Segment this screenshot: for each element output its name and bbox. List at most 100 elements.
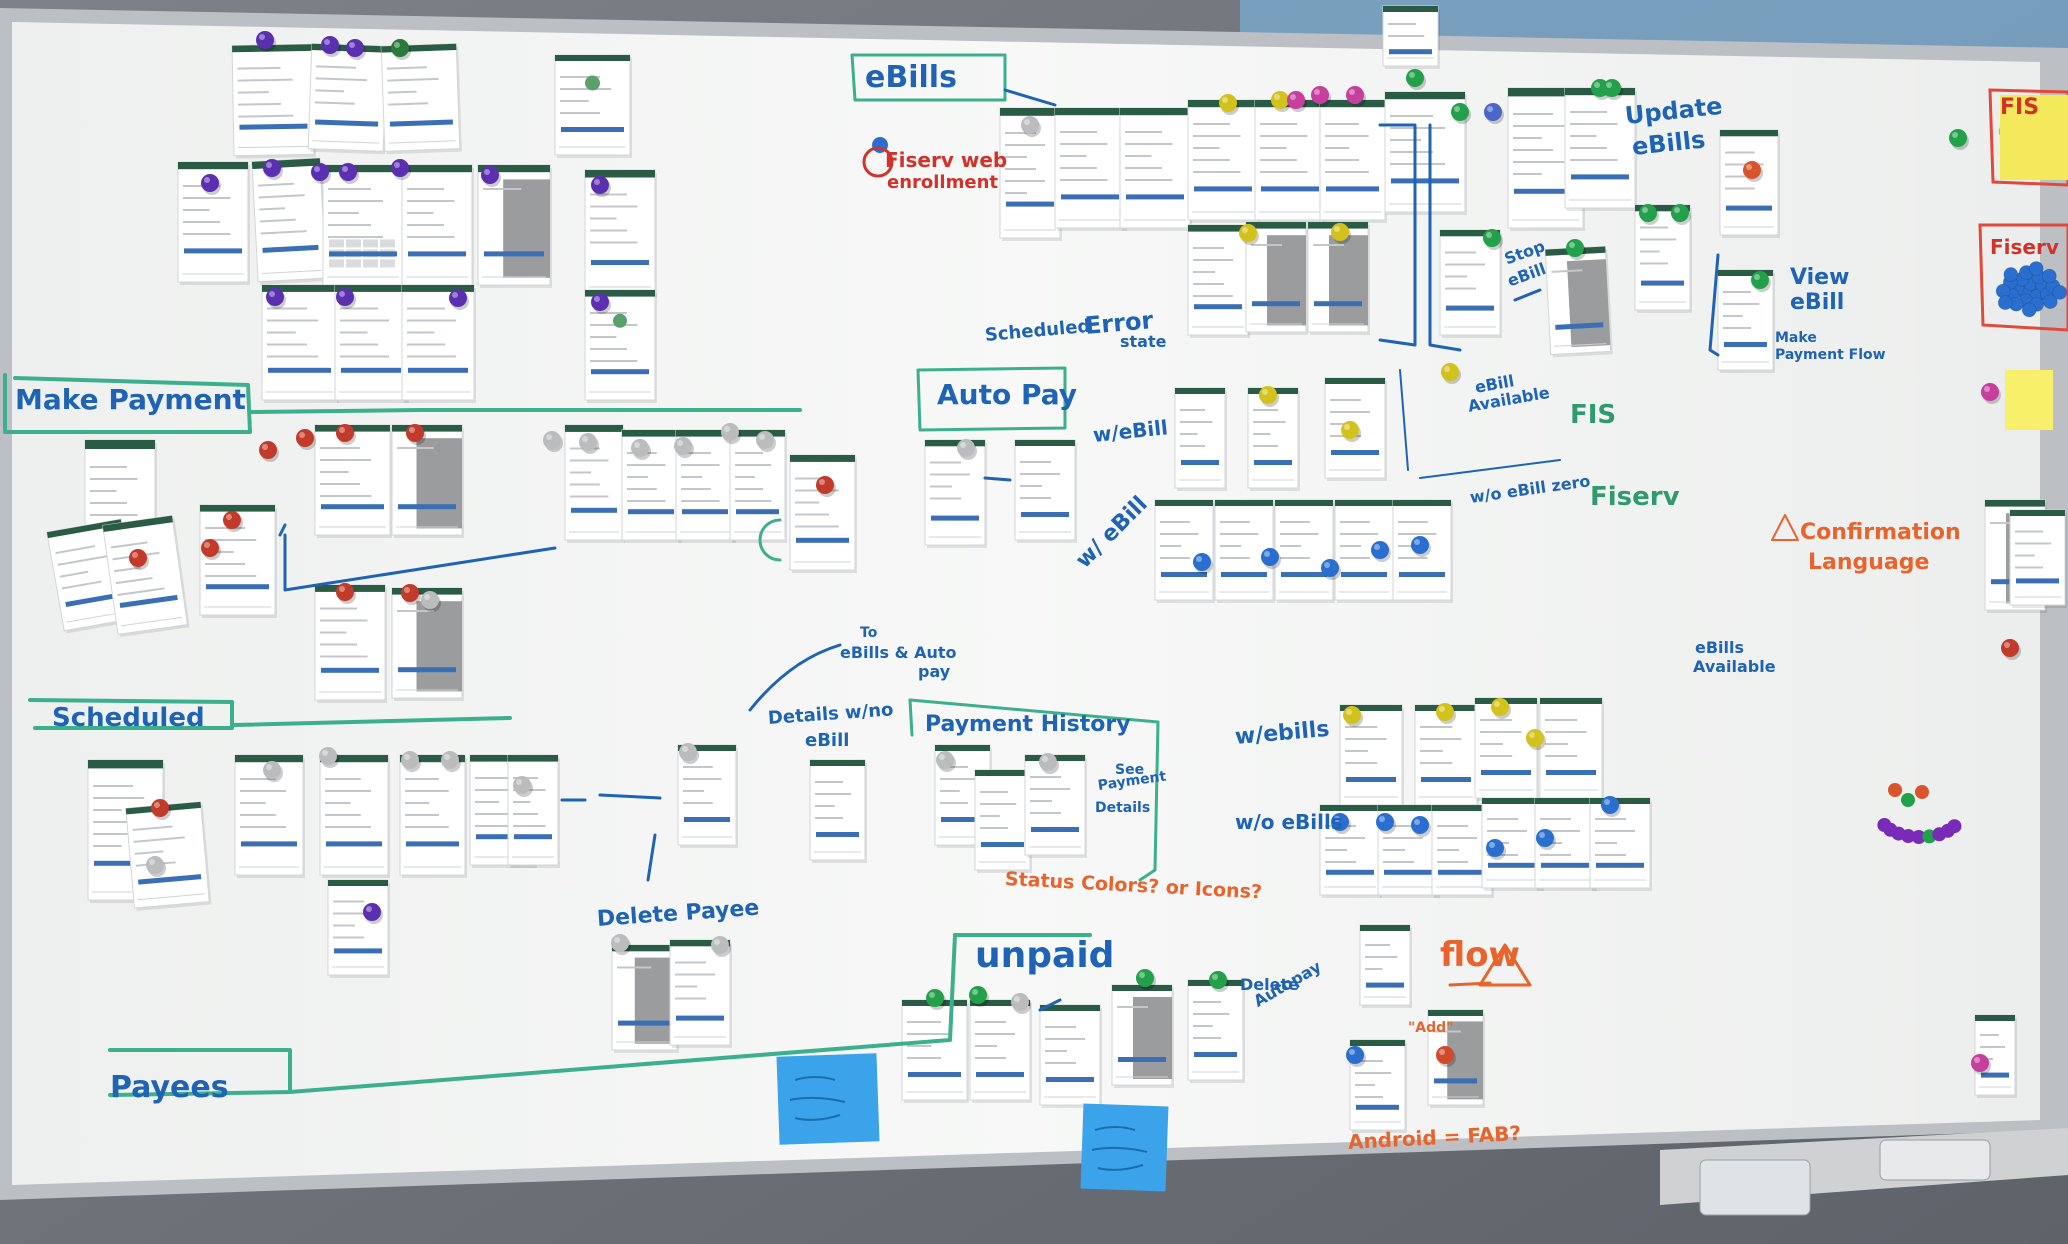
pushpin [1021, 116, 1041, 137]
pushpin [513, 776, 533, 797]
pushpin [1901, 829, 1916, 844]
label-make: Make [1775, 330, 1817, 346]
label-make-payment: Make Payment [15, 383, 246, 416]
marker-line [646, 833, 657, 882]
pushpin [679, 743, 699, 764]
label-flow: flow [1440, 935, 1520, 975]
marker-line [288, 933, 1092, 1094]
label-see: See [1115, 762, 1145, 778]
pushpin [2003, 267, 2019, 283]
pushpin [711, 936, 731, 957]
label-scheduled: Scheduled [52, 703, 205, 733]
pushpin [1331, 223, 1351, 244]
pushpin [146, 856, 166, 877]
phone-screen-printout [1589, 797, 1652, 891]
marker-line [908, 698, 1160, 882]
label-language: Language [1808, 550, 1930, 575]
label-details-ebill: eBill [805, 730, 850, 751]
pushpin [1888, 783, 1902, 797]
marker-line [1378, 123, 1417, 347]
phone-screen-printout [307, 43, 389, 155]
label-auto-pay: Auto Pay [937, 378, 1078, 411]
pushpin [1331, 813, 1351, 834]
phone-screen-printout [621, 429, 682, 543]
phone-screen-printout [1214, 499, 1275, 603]
phone-screen-printout [924, 439, 987, 548]
label-state: state [1120, 332, 1167, 351]
phone-screen-printout [1439, 229, 1502, 338]
label-ebills-auto: eBills & Auto [840, 643, 957, 662]
label-ebills-available-2: Available [1693, 657, 1776, 676]
phone-screen-printout [1111, 984, 1174, 1088]
marker-line [28, 698, 234, 730]
pushpin [319, 747, 339, 768]
pushpin [481, 166, 501, 187]
phone-screen-printout [1307, 221, 1370, 335]
phone-screen-printout [251, 157, 329, 285]
marker-line [1399, 369, 1409, 471]
phone-screen-printout [1254, 99, 1327, 223]
pushpin [1406, 69, 1426, 90]
pushpin [1639, 204, 1659, 225]
pushpin [1346, 1046, 1366, 1067]
pushpin [1343, 706, 1363, 727]
board-surface [12, 22, 2040, 1185]
phone-screen-printout [399, 754, 467, 878]
label-pay: pay [918, 662, 951, 681]
phone-screen-printout [901, 999, 969, 1103]
pushpin [1271, 91, 1291, 112]
phone-screen-printout [1384, 91, 1467, 215]
phone-screen-printout [1319, 99, 1387, 223]
phone-screen-printout [102, 515, 190, 638]
label-add: "Add" [1408, 1020, 1454, 1036]
pushpin [1193, 553, 1213, 574]
pushpin [1436, 1046, 1456, 1067]
marker-line [560, 793, 662, 802]
pushpin [336, 424, 356, 445]
marker-line [1419, 459, 1561, 479]
pushpin [2001, 639, 2021, 660]
pushpin [406, 424, 426, 445]
pushpin [336, 288, 356, 309]
phone-screen-printout [334, 284, 409, 403]
sticky-note-yellow [2005, 370, 2053, 430]
tray-box [1879, 1139, 1991, 1181]
pushpin [263, 159, 283, 180]
label-payment-history: Payment History [925, 712, 1131, 737]
pushpin [201, 174, 221, 195]
pushpin [1483, 229, 1503, 250]
pushpin [421, 591, 441, 612]
marker-line [850, 53, 1007, 102]
pushpin [1219, 94, 1239, 115]
pushpin [311, 163, 331, 184]
phone-screen-printout [789, 454, 857, 573]
label-unpaid: unpaid [975, 935, 1115, 976]
pushpin [756, 431, 776, 452]
pushpin [1311, 86, 1331, 107]
phone-screen-printout [314, 424, 392, 538]
marker-line [248, 408, 802, 414]
legend-fiserv-box [1978, 223, 2068, 332]
marker-line [1038, 998, 1062, 1012]
phone-screen-printout [1187, 99, 1260, 223]
pushpin [936, 751, 956, 772]
phone-screen-printout [314, 584, 387, 703]
phone-screen-printout [1014, 439, 1077, 543]
marker-line [758, 518, 782, 562]
phone-screen-printout [1634, 204, 1692, 313]
pushpin [1371, 541, 1391, 562]
label-legend-fiserv: Fiserv [1990, 235, 2059, 259]
pushpin [816, 476, 836, 497]
pushpin [674, 437, 694, 458]
phone-screen-printout [2009, 509, 2067, 608]
pushpin [129, 549, 149, 570]
phone-screen-printout [1382, 5, 1440, 69]
phone-screen-printout [1339, 704, 1404, 808]
pushpin [1901, 793, 1915, 807]
phone-screen-printout [1054, 107, 1127, 231]
phone-screen-printout [319, 754, 390, 878]
sticky-notes [776, 88, 2068, 1192]
phone-screen-printout [611, 944, 679, 1053]
label-enrollment: enrollment [887, 172, 998, 193]
